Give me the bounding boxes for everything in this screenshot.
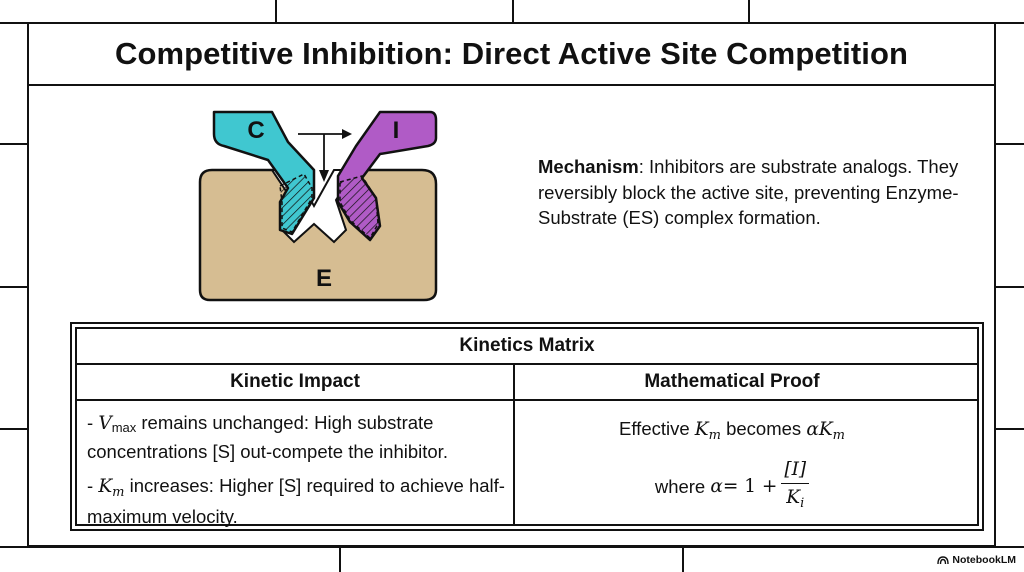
- km-symbol: K: [98, 476, 113, 497]
- frame-line: [996, 286, 1024, 288]
- inhibitor-hatch: [339, 175, 379, 240]
- arrow-right-head: [342, 129, 352, 139]
- fraction-numerator: [I]: [781, 459, 810, 484]
- frame-line: [996, 428, 1024, 430]
- frame-line: [996, 143, 1024, 145]
- proof-line-1: Effective Km becomes αKm: [619, 418, 845, 443]
- vmax-symbol: V: [98, 413, 112, 434]
- mechanism-text: Mechanism: Inhibitors are substrate anal…: [538, 154, 968, 231]
- bullet-vmax: - Vmax remains unchanged: High substrate…: [87, 412, 448, 462]
- competitor-label: C: [247, 117, 264, 144]
- fraction: [I] Ki: [781, 459, 810, 515]
- table-divider: [77, 363, 977, 365]
- fraction-denominator: Ki: [786, 487, 805, 511]
- watermark-text: NotebookLM: [952, 554, 1016, 566]
- frame-line: [339, 548, 341, 572]
- vmax-subscript: max: [111, 420, 137, 435]
- frame-line: [0, 546, 1024, 548]
- page-title: Competitive Inhibition: Direct Active Si…: [114, 36, 909, 71]
- mechanism-label: Mechanism: [538, 156, 639, 177]
- slide-card: Competitive Inhibition: Direct Active Si…: [27, 22, 996, 547]
- competitor-hatch: [279, 173, 313, 233]
- kinetics-matrix-inner: Kinetics Matrix Kinetic Impact Mathemati…: [75, 327, 979, 527]
- frame-line: [512, 0, 514, 22]
- frame-line: [748, 0, 750, 22]
- km-text: increases: Higher [S] required to achiev…: [87, 475, 505, 527]
- title-bar: Competitive Inhibition: Direct Active Si…: [29, 24, 994, 86]
- table-title: Kinetics Matrix: [459, 335, 595, 356]
- column-header-proof: Mathematical Proof: [644, 371, 820, 392]
- frame-line: [0, 286, 27, 288]
- arrow-down-head: [319, 170, 329, 182]
- frame-line: [0, 143, 27, 145]
- mechanism-description: : Inhibitors are substrate analogs. They…: [538, 156, 959, 228]
- table-divider: [77, 399, 977, 401]
- column-header-impact: Kinetic Impact: [230, 371, 360, 392]
- watermark: NotebookLM: [937, 554, 1016, 566]
- inhibitor-label: I: [393, 117, 400, 144]
- km-subscript: m: [112, 485, 125, 500]
- bullet-km: - Km increases: Higher [S] required to a…: [87, 475, 505, 527]
- notebooklm-icon: [937, 555, 950, 564]
- kinetics-matrix: Kinetics Matrix Kinetic Impact Mathemati…: [70, 322, 984, 531]
- enzyme-inhibition-diagram: C I E: [198, 110, 438, 302]
- enzyme-label: E: [316, 265, 332, 292]
- frame-line: [0, 428, 27, 430]
- frame-line: [682, 548, 684, 572]
- proof-line-2: where α = 1 + [I] Ki: [515, 457, 949, 517]
- frame-line: [275, 0, 277, 22]
- table-column-divider: [513, 365, 515, 524]
- vmax-text: remains unchanged: High substrate concen…: [87, 412, 448, 462]
